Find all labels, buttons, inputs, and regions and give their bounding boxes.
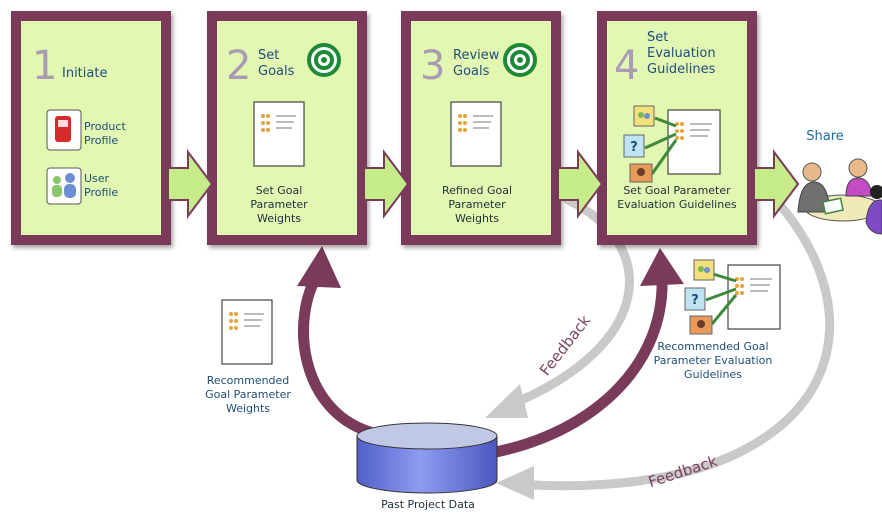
step-4-number: 4: [614, 43, 640, 89]
database-icon: [356, 422, 498, 494]
step-3-number: 3: [420, 43, 446, 89]
target-icon: [503, 43, 537, 77]
flow-arrow-3-4: [557, 149, 604, 219]
svg-text:?: ?: [630, 140, 638, 155]
arrow-db-to-step2: [297, 246, 376, 438]
question-icon: ?: [623, 134, 645, 158]
flow-arrow-2-3: [363, 149, 410, 219]
arrow-db-to-step4: [490, 248, 684, 458]
step-1-title: Initiate: [62, 66, 108, 81]
step-4-title: Set Evaluation Guidelines: [647, 30, 716, 77]
step-2-title: Set Goals: [258, 48, 295, 79]
target-icon: [307, 43, 341, 77]
step-2-number: 2: [226, 43, 252, 89]
step-4-caption: Set Goal Parameter Evaluation Guidelines: [617, 184, 737, 211]
users-icon: [46, 167, 82, 205]
database-label: Past Project Data: [381, 498, 475, 511]
step-2-caption: Set Goal Parameter Weights: [250, 184, 308, 225]
step-1-number: 1: [32, 43, 58, 89]
question-icon: ?: [684, 287, 706, 311]
guidelines-graphic: ?: [623, 105, 721, 183]
step-panel-1: [11, 11, 171, 245]
recommended-weights-label: Recommended Goal Parameter Weights: [205, 374, 291, 415]
feedback-arrow-lower: [496, 200, 834, 500]
document-icon: [450, 101, 502, 167]
step-3-caption: Refined Goal Parameter Weights: [441, 184, 513, 225]
share-label: Share: [806, 129, 844, 144]
document-icon: [221, 299, 273, 365]
user-profile-label: User Profile: [84, 172, 119, 199]
phone-icon: [46, 109, 82, 151]
document-icon: [253, 101, 305, 167]
flow-arrow-4-share: [753, 149, 800, 219]
product-profile-label: Product Profile: [84, 120, 126, 147]
svg-text:?: ?: [691, 293, 699, 308]
recommended-guidelines-graphic: ?: [684, 259, 781, 335]
flow-arrow-1-2: [167, 149, 214, 219]
recommended-guidelines-label: Recommended Goal Parameter Evaluation Gu…: [653, 340, 773, 381]
step-3-title: Review Goals: [453, 48, 500, 79]
meeting-icon: [797, 158, 882, 235]
